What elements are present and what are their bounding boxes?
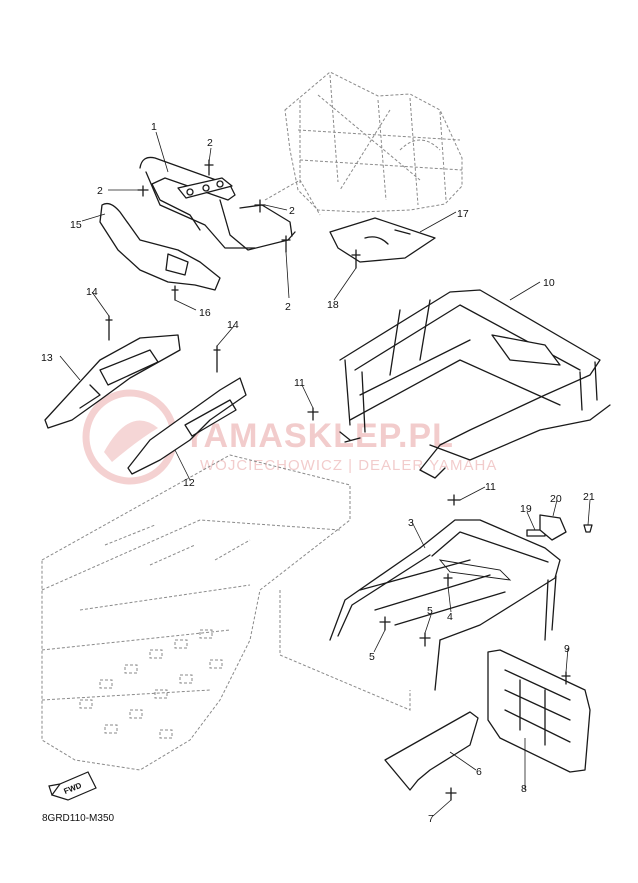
watermark-logo-mark: [104, 420, 158, 462]
part-15-front-skid: [99, 202, 221, 291]
callout-5b: 5: [427, 605, 433, 617]
callout-20: 20: [550, 493, 562, 505]
callout-9: 9: [564, 643, 570, 655]
watermark-brand: YAMASKLEP.PL: [183, 417, 454, 455]
callout-2c: 2: [289, 205, 295, 217]
part-17-plate: [329, 217, 436, 263]
callout-14a: 14: [86, 286, 98, 298]
part-6-side-guard: [384, 711, 479, 791]
leader-lines: [59, 131, 591, 817]
callout-16: 16: [199, 307, 211, 319]
callout-6: 6: [476, 766, 482, 778]
callout-11a: 11: [294, 377, 305, 389]
track-lugs: [79, 629, 223, 739]
part-1-front-bumper: [139, 156, 296, 251]
callout-2d: 2: [285, 301, 291, 313]
callout-5a: 5: [369, 651, 375, 663]
callout-7: 7: [428, 813, 434, 825]
callout-2a: 2: [207, 137, 213, 149]
watermark-dealer: WOJCIECHOWICZ | DEALER YAMAHA: [200, 457, 497, 474]
callout-8: 8: [521, 783, 527, 795]
callout-1: 1: [151, 121, 157, 133]
callout-17: 17: [457, 208, 469, 220]
fwd-arrow-icon: FWD: [48, 771, 97, 801]
callout-3: 3: [408, 517, 414, 529]
ghost-frame-front: [264, 71, 463, 216]
ghost-body: [41, 454, 411, 771]
callout-11b: 11: [485, 481, 496, 493]
watermark: YAMASKLEP.PL WOJCIECHOWICZ | DEALER YAMA…: [82, 389, 497, 485]
callout-14b: 14: [227, 319, 239, 331]
diagram-code: 8GRD110-M350: [42, 813, 115, 824]
callouts: 1 2 2 2 2 3 4 5 5 6 7 8 9 10 11 11 12 13…: [41, 121, 595, 825]
callout-13: 13: [41, 352, 53, 364]
callout-15: 15: [70, 219, 82, 231]
fasteners: [105, 159, 571, 801]
callout-18: 18: [327, 299, 339, 311]
callout-12: 12: [183, 477, 195, 489]
callout-19: 19: [520, 503, 532, 515]
part-13-left-panel: [44, 334, 181, 429]
part-10-rear-rack: [339, 289, 611, 479]
callout-10: 10: [543, 277, 555, 289]
callout-4: 4: [447, 611, 453, 623]
callout-2b: 2: [97, 185, 103, 197]
part-12-right-panel: [127, 377, 247, 475]
part-19-20-21-brackets: [526, 514, 593, 541]
callout-21: 21: [583, 491, 595, 503]
part-8-mud-flap: [487, 649, 591, 773]
part-3-rack-assembly: [329, 519, 561, 691]
